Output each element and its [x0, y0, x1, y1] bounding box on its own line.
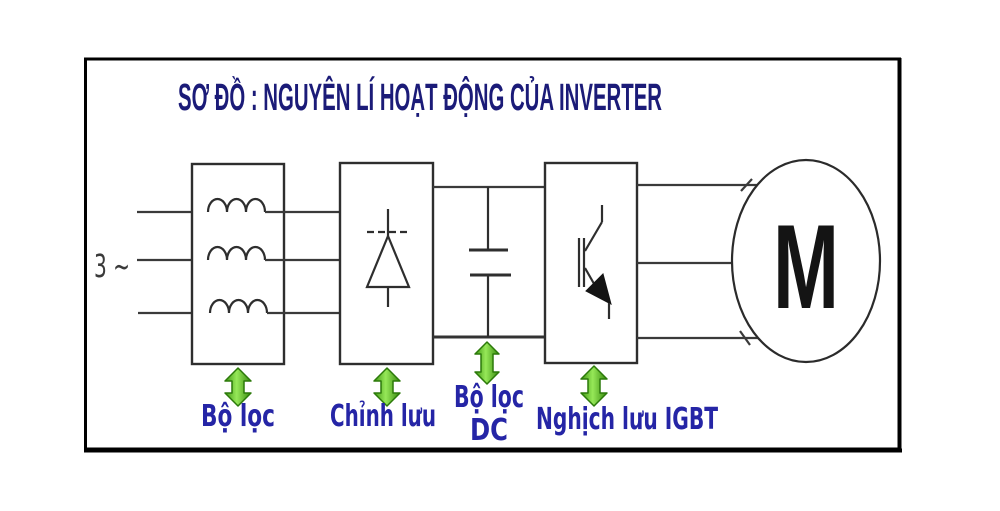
filter-block-outline	[190, 162, 286, 366]
igbt-inverter-block	[543, 161, 639, 365]
three-phase-input-label: 3 ~	[94, 247, 130, 285]
inverter-block-outline	[543, 161, 639, 365]
filter-block	[190, 162, 286, 366]
capacitor-icon	[469, 187, 511, 337]
pointer-arrows	[224, 341, 608, 407]
inductor-coil-icon	[206, 245, 267, 261]
igbt-transistor-icon	[577, 205, 612, 319]
inverter-label: Nghịch lưu IGBT	[536, 402, 718, 437]
filter-label: Bộ lọc	[201, 399, 275, 434]
diode-icon	[365, 209, 411, 307]
wire-tick	[740, 178, 753, 192]
motor: M	[730, 158, 882, 364]
filter-to-rectifier-wires	[265, 210, 340, 315]
wire-tick	[739, 330, 751, 346]
dc-link	[433, 185, 545, 339]
inductor-coil-icon	[206, 197, 267, 213]
motor-circle	[730, 158, 882, 364]
rectifier-block	[338, 161, 435, 366]
diagram-title: SƠ ĐỒ : NGUYÊN LÍ HOẠT ĐỘNG CỦA INVERTER	[178, 74, 662, 119]
dc-filter-label-line1: Bộ lọc	[454, 380, 524, 415]
filter-double-arrow-icon	[224, 367, 252, 407]
block-labels: Bộ lọc Chỉnh lưu Bộ lọc DC Nghịch lưu IG…	[201, 380, 718, 448]
rectifier-block-outline	[338, 161, 435, 366]
dc-filter-double-arrow-icon	[474, 341, 500, 385]
rectifier-label: Chỉnh lưu	[330, 399, 436, 434]
motor-label: M	[773, 200, 839, 334]
rectifier-double-arrow-icon	[373, 367, 401, 407]
inductor-coil-icon	[208, 298, 269, 314]
inverter-double-arrow-icon	[580, 365, 608, 407]
dc-filter-label-line2: DC	[470, 413, 508, 448]
